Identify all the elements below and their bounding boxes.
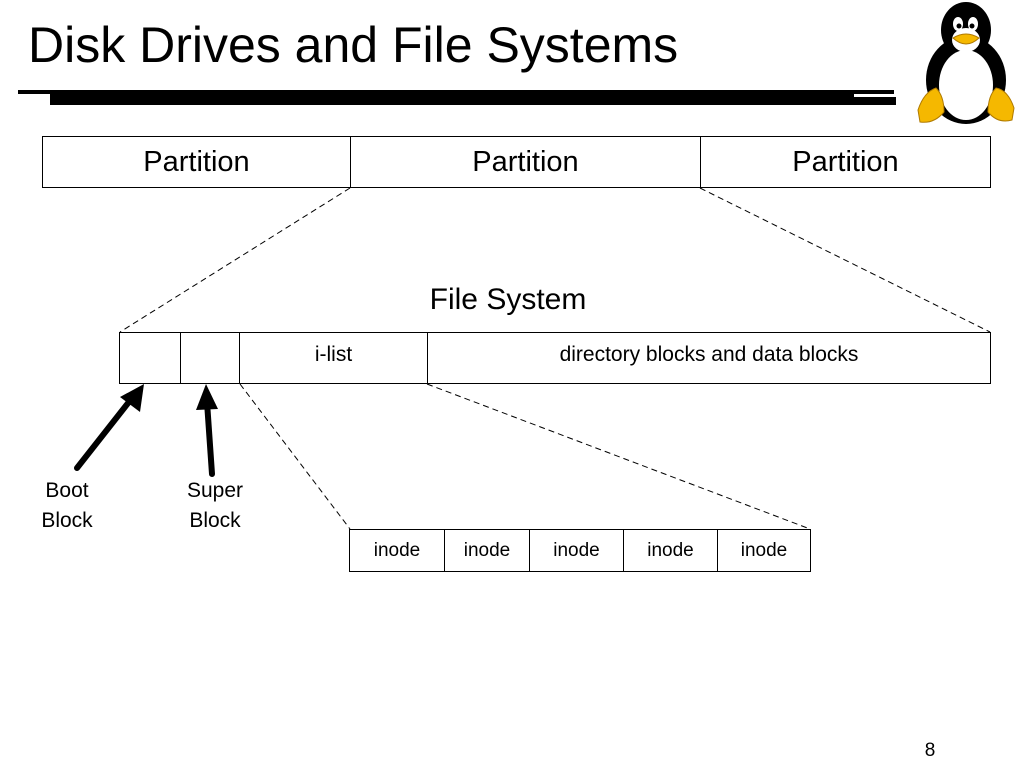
super-block-cell [180,332,240,384]
tux-penguin-icon [917,2,1015,124]
inode-cell-4: inode [623,529,718,572]
partition-to-fs-left-line [119,187,351,333]
partition-1: Partition [42,136,351,188]
title-underline-thin [18,90,894,94]
title-underline-thick [50,93,854,105]
super-block-arrow [196,384,218,477]
partition-to-fs-right-line [699,187,991,333]
inode-cell-3: inode [529,529,624,572]
inode-cell-1: inode [349,529,445,572]
ilist-to-inodes-left-line [239,383,351,530]
data-blocks-cell: directory blocks and data blocks [427,332,991,384]
slide-title: Disk Drives and File Systems [28,17,679,73]
title-underline-accent [852,97,896,105]
file-system-title: File System [429,283,587,316]
page-number: 8 [924,740,936,761]
ilist-cell: i-list [239,332,428,384]
inode-cell-2: inode [444,529,530,572]
partition-3: Partition [700,136,991,188]
inode-cell-5: inode [717,529,811,572]
partition-2: Partition [350,136,701,188]
boot-block-arrow [74,384,144,471]
boot-block-cell [119,332,181,384]
ilist-to-inodes-right-line [426,383,811,530]
